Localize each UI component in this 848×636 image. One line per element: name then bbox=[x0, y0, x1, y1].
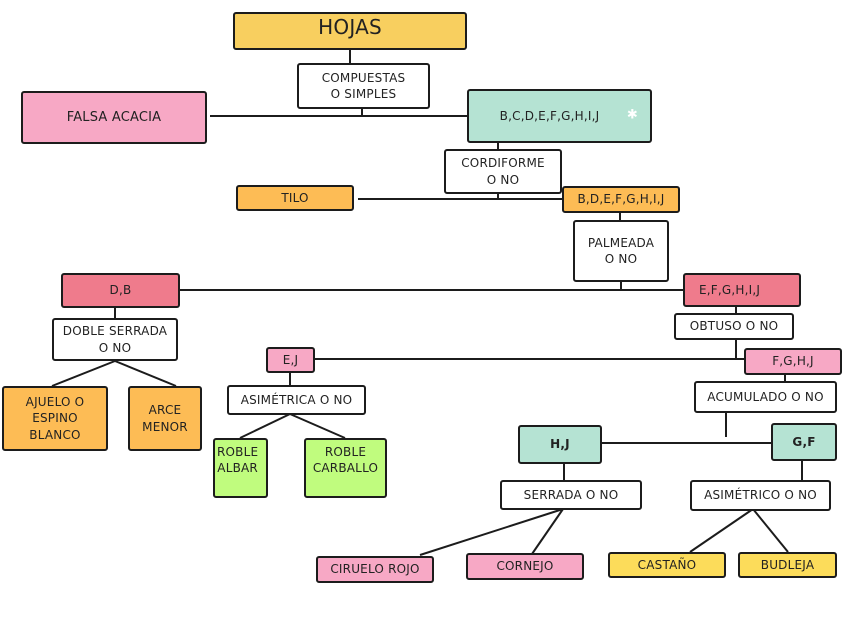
leaf-budleja: BUDLEJA bbox=[738, 552, 837, 578]
connector bbox=[114, 360, 177, 387]
root-node-hojas: HOJAS bbox=[233, 12, 467, 50]
group-fghj: F,G,H,J bbox=[744, 348, 842, 375]
question-compuestas: COMPUESTAS O SIMPLES bbox=[297, 63, 430, 109]
group-bdefghij: B,D,E,F,G,H,I,J bbox=[562, 186, 680, 213]
group-db: D,B bbox=[61, 273, 180, 308]
question-acumulado: ACUMULADO O NO bbox=[694, 381, 837, 413]
question-palmeada: PALMEADA O NO bbox=[573, 220, 669, 282]
leaf-ajuelo-espino-blanco: AJUELO O ESPINO BLANCO bbox=[2, 386, 108, 451]
connector bbox=[239, 413, 291, 439]
connector bbox=[689, 508, 754, 553]
group-efghij: E,F,G,H,I,J bbox=[683, 273, 801, 307]
group-bcdefghij: B,C,D,E,F,G,H,I,J ✱ bbox=[467, 89, 652, 143]
leaf-ciruelo-rojo: CIRUELO ROJO bbox=[316, 556, 434, 583]
group-gf: G,F bbox=[771, 423, 837, 461]
connector bbox=[419, 508, 564, 556]
connector bbox=[752, 508, 789, 553]
connector bbox=[289, 413, 346, 439]
leaf-castano: CASTAÑO bbox=[608, 552, 726, 578]
sparkle-icon: ✱ bbox=[626, 107, 638, 123]
group-ej: E,J bbox=[266, 347, 315, 373]
group-label: B,C,D,E,F,G,H,I,J bbox=[499, 108, 600, 123]
connector bbox=[51, 360, 116, 387]
question-serrada: SERRADA O NO bbox=[500, 480, 642, 510]
leaf-falsa-acacia: FALSA ACACIA bbox=[21, 91, 207, 144]
leaf-arce-menor: ARCE MENOR bbox=[128, 386, 202, 451]
question-asimetrica: ASIMÉTRICA O NO bbox=[227, 385, 366, 415]
question-doble-serrada: DOBLE SERRADA O NO bbox=[52, 318, 178, 361]
question-obtuso: OBTUSO O NO bbox=[674, 313, 794, 340]
leaf-roble-carballo: ROBLE CARBALLO bbox=[304, 438, 387, 498]
group-hj: H,J bbox=[518, 425, 602, 464]
connector bbox=[531, 508, 564, 555]
leaf-roble-albar: ROBLE ALBAR bbox=[213, 438, 268, 498]
question-cordiforme: CORDIFORME O NO bbox=[444, 149, 562, 194]
leaf-cornejo: CORNEJO bbox=[466, 553, 584, 580]
leaf-tilo: TILO bbox=[236, 185, 354, 211]
question-asimetrico: ASIMÉTRICO O NO bbox=[690, 480, 831, 511]
